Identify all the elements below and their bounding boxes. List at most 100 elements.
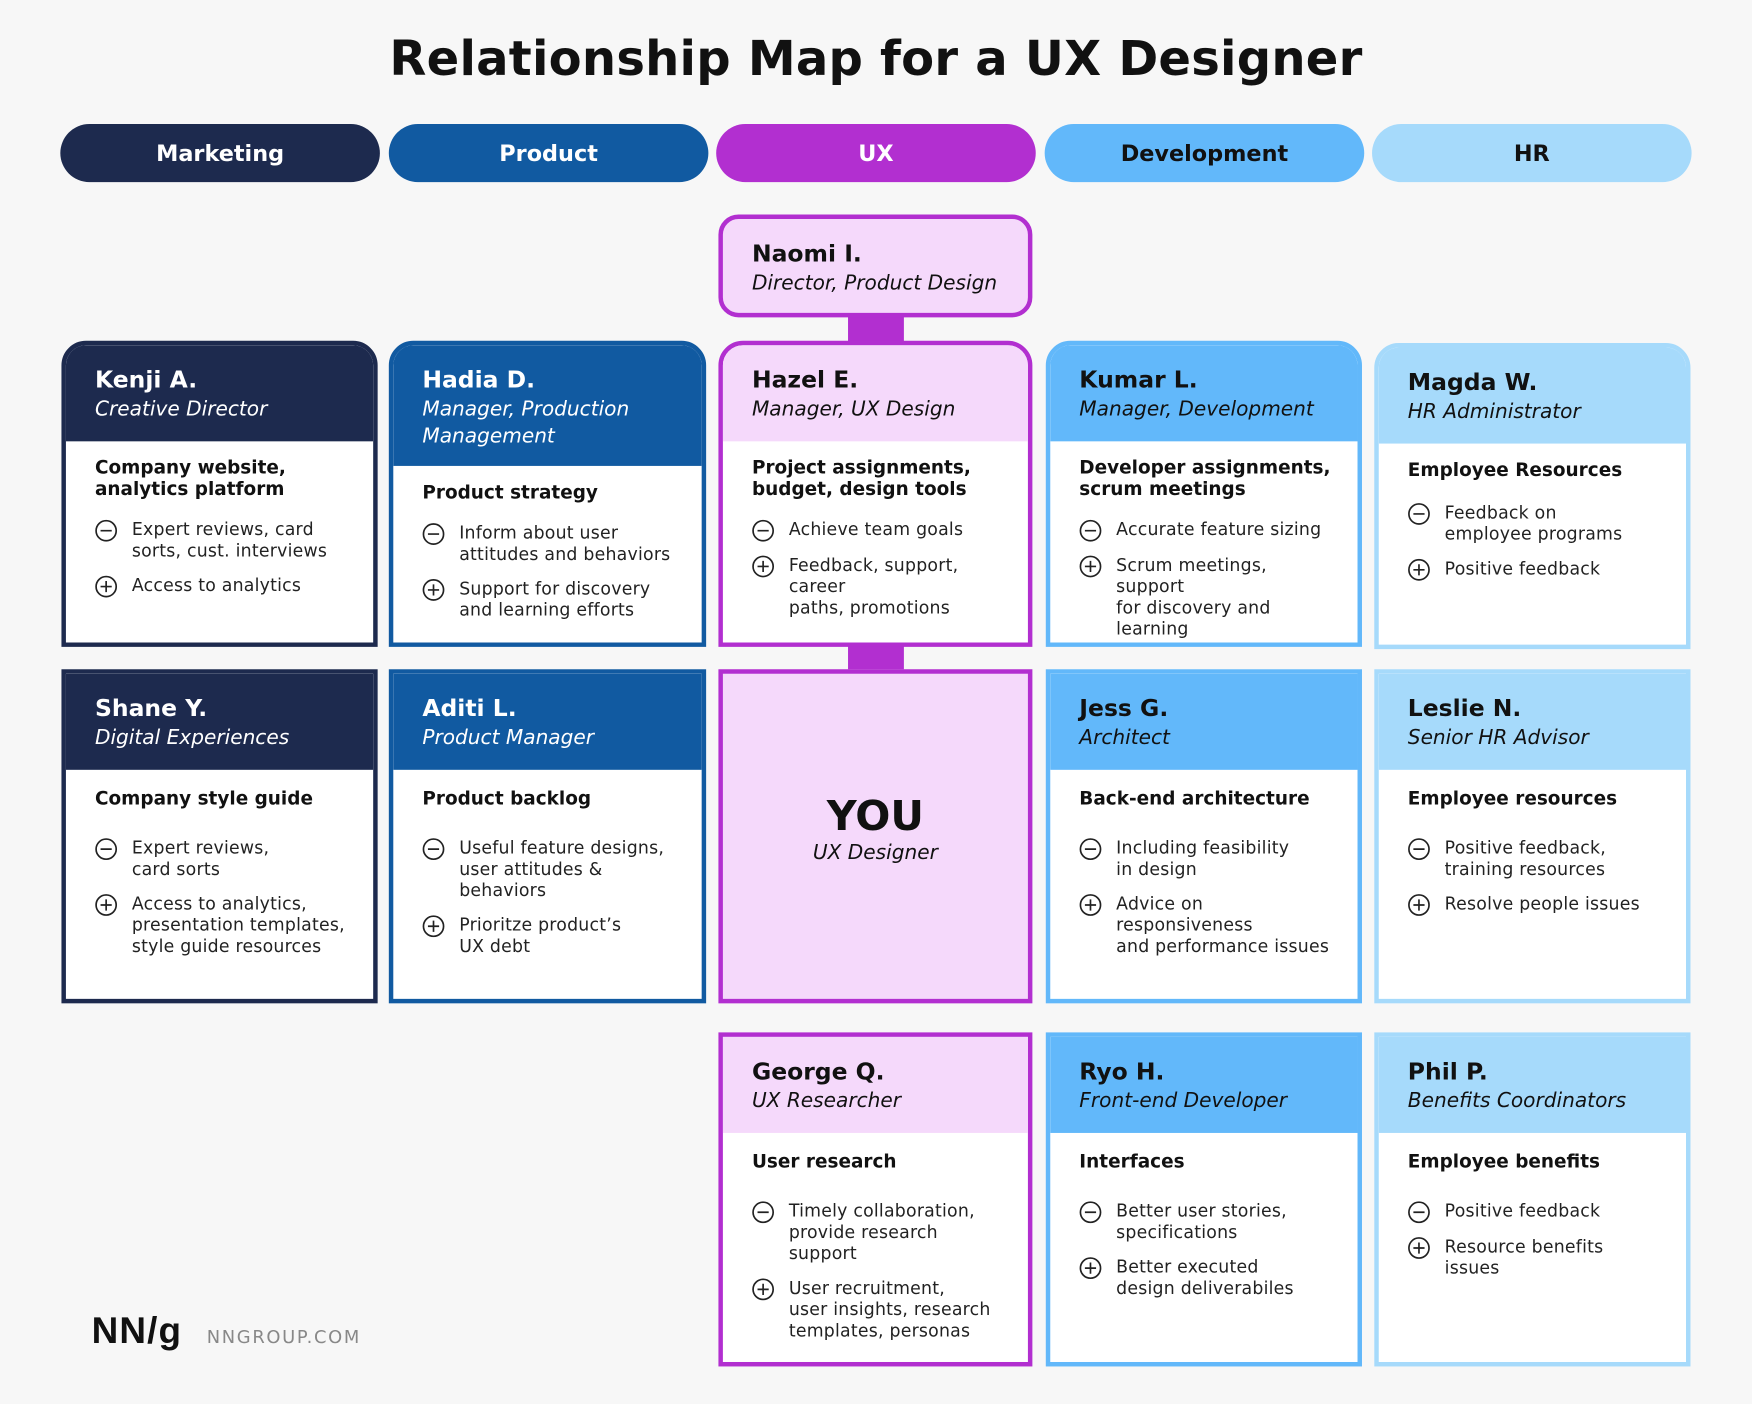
minus-circle-icon <box>1408 1201 1430 1224</box>
plus-item: Prioritze product’s UX debt <box>422 915 679 957</box>
plus-circle-icon <box>422 915 445 938</box>
card-naomi: Naomi I. Director, Product Design <box>718 214 1033 318</box>
plus-circle-icon <box>752 555 775 578</box>
focus-area: Product strategy <box>422 481 598 503</box>
person-role: Benefits Coordinators <box>1407 1089 1627 1113</box>
plus-text: Advice on responsiveness and performance… <box>1116 893 1330 957</box>
minus-text: Feedback on employee programs <box>1444 502 1623 545</box>
dept-label: UX <box>858 139 894 167</box>
focus-area: Employee Resources <box>1407 459 1623 481</box>
card-leslie: Leslie N. Senior HR Advisor Employee res… <box>1374 669 1691 1004</box>
minus-item: Better user stories, specifications <box>1079 1201 1335 1243</box>
nng-url: NNGROUP.COM <box>206 1326 361 1348</box>
dept-label: HR <box>1513 139 1550 167</box>
card-george: George Q. UX Researcher User research Ti… <box>718 1032 1033 1367</box>
card-hazel: Hazel E. Manager, UX Design Project assi… <box>718 340 1033 647</box>
plus-item: Feedback, support, career paths, promoti… <box>752 555 1006 619</box>
focus-area: User research <box>751 1150 897 1173</box>
plus-circle-icon <box>752 1278 775 1301</box>
card-you: YOU UX Designer <box>718 669 1033 1004</box>
card-aditi: Aditi L. Product Manager Product backlog… <box>388 669 707 1004</box>
person-name: Hadia D. <box>422 366 536 394</box>
connector-hazel-you <box>848 643 904 674</box>
person-name: Leslie N. <box>1407 694 1522 722</box>
dept-label: Development <box>1120 139 1289 167</box>
minus-text: Inform about user attitudes and behavior… <box>459 522 671 565</box>
person-role: Manager, Production Management <box>422 397 630 449</box>
minus-text: Positive feedback <box>1444 1201 1601 1222</box>
focus-area: Product backlog <box>422 787 592 809</box>
plus-circle-icon <box>1079 1257 1102 1280</box>
focus-area: Company website, analytics platform <box>94 456 286 500</box>
minus-text: Positive feedback, training resources <box>1444 837 1607 880</box>
card-ryo: Ryo H. Front-end Developer Interfaces Be… <box>1045 1032 1362 1367</box>
focus-area: Project assignments, budget, design tool… <box>751 456 971 500</box>
person-name: George Q. <box>751 1058 885 1085</box>
minus-item: Achieve team goals <box>752 520 1006 542</box>
dept-marketing: Marketing <box>60 124 380 183</box>
minus-circle-icon <box>1079 1201 1102 1224</box>
minus-text: Including feasibility in design <box>1116 837 1290 880</box>
person-role: Front-end Developer <box>1079 1089 1288 1113</box>
person-name: Magda W. <box>1407 368 1538 396</box>
person-role: Manager, UX Design <box>751 397 956 422</box>
dept-label: Product <box>499 139 598 167</box>
card-kumar: Kumar L. Manager, Development Developer … <box>1045 340 1362 647</box>
card-magda: Magda W. HR Administrator Employee Resou… <box>1374 343 1691 650</box>
plus-circle-icon <box>422 579 445 601</box>
nng-logo: NN/g <box>91 1309 183 1351</box>
minus-circle-icon <box>1408 503 1430 525</box>
plus-text: Feedback, support, career paths, promoti… <box>788 555 959 618</box>
plus-item: Better executed design deliverabiles <box>1079 1257 1335 1299</box>
plus-circle-icon <box>1408 1237 1430 1259</box>
person-name: Naomi I. <box>751 240 862 268</box>
minus-circle-icon <box>1079 838 1102 861</box>
minus-item: Positive feedback <box>1408 1201 1664 1224</box>
you-role: UX Designer <box>812 841 938 865</box>
plus-text: Support for discovery and learning effor… <box>459 578 651 621</box>
card-shane: Shane Y. Digital Experiences Company sty… <box>61 669 378 1004</box>
focus-area: Interfaces <box>1079 1150 1185 1173</box>
person-name: Shane Y. <box>94 694 208 722</box>
minus-item: Accurate feature sizing <box>1079 520 1335 542</box>
plus-circle-icon <box>1079 894 1102 916</box>
dept-product: Product <box>388 124 709 183</box>
page-title: Relationship Map for a UX Designer <box>389 31 1363 88</box>
card-hadia: Hadia D. Manager, Production Management … <box>388 340 707 647</box>
connector-naomi-hazel <box>848 315 904 345</box>
plus-item: Support for discovery and learning effor… <box>422 579 679 621</box>
plus-text: Resolve people issues <box>1444 893 1640 914</box>
person-role: Senior HR Advisor <box>1407 726 1589 750</box>
person-role: Product Manager <box>422 726 595 750</box>
minus-circle-icon <box>752 1201 775 1224</box>
person-role: Creative Director <box>94 397 268 422</box>
focus-area: Developer assignments, scrum meetings <box>1079 456 1331 500</box>
minus-circle-icon <box>95 519 118 542</box>
minus-item: Expert reviews, card sorts <box>95 838 351 880</box>
plus-item: Resolve people issues <box>1408 894 1664 916</box>
plus-circle-icon <box>1408 558 1430 581</box>
person-name: Kenji A. <box>94 366 198 394</box>
focus-area: Company style guide <box>94 787 313 809</box>
minus-circle-icon <box>1079 519 1102 542</box>
plus-item: Advice on responsiveness and performance… <box>1079 894 1335 958</box>
minus-item: Feedback on employee programs <box>1408 503 1664 545</box>
plus-text: User recruitment, user insights, researc… <box>788 1278 991 1341</box>
minus-circle-icon <box>95 838 118 861</box>
plus-item: Scrum meetings, support for discovery an… <box>1079 555 1335 640</box>
person-name: Kumar L. <box>1079 366 1198 394</box>
plus-circle-icon <box>1408 894 1430 916</box>
plus-text: Better executed design deliverabiles <box>1116 1256 1294 1299</box>
plus-circle-icon <box>1079 555 1102 578</box>
minus-text: Accurate feature sizing <box>1116 519 1322 540</box>
plus-item: Access to analytics, presentation templa… <box>95 894 351 958</box>
card-phil: Phil P. Benefits Coordinators Employee b… <box>1374 1032 1691 1367</box>
person-name: Phil P. <box>1407 1058 1488 1085</box>
minus-item: Inform about user attitudes and behavior… <box>422 523 679 565</box>
plus-item: Positive feedback <box>1408 559 1664 581</box>
dept-hr: HR <box>1372 124 1692 183</box>
minus-text: Expert reviews, card sorts, cust. interv… <box>131 519 328 561</box>
person-name: Aditi L. <box>422 694 517 722</box>
footer: NN/g NNGROUP.COM <box>92 1309 361 1351</box>
